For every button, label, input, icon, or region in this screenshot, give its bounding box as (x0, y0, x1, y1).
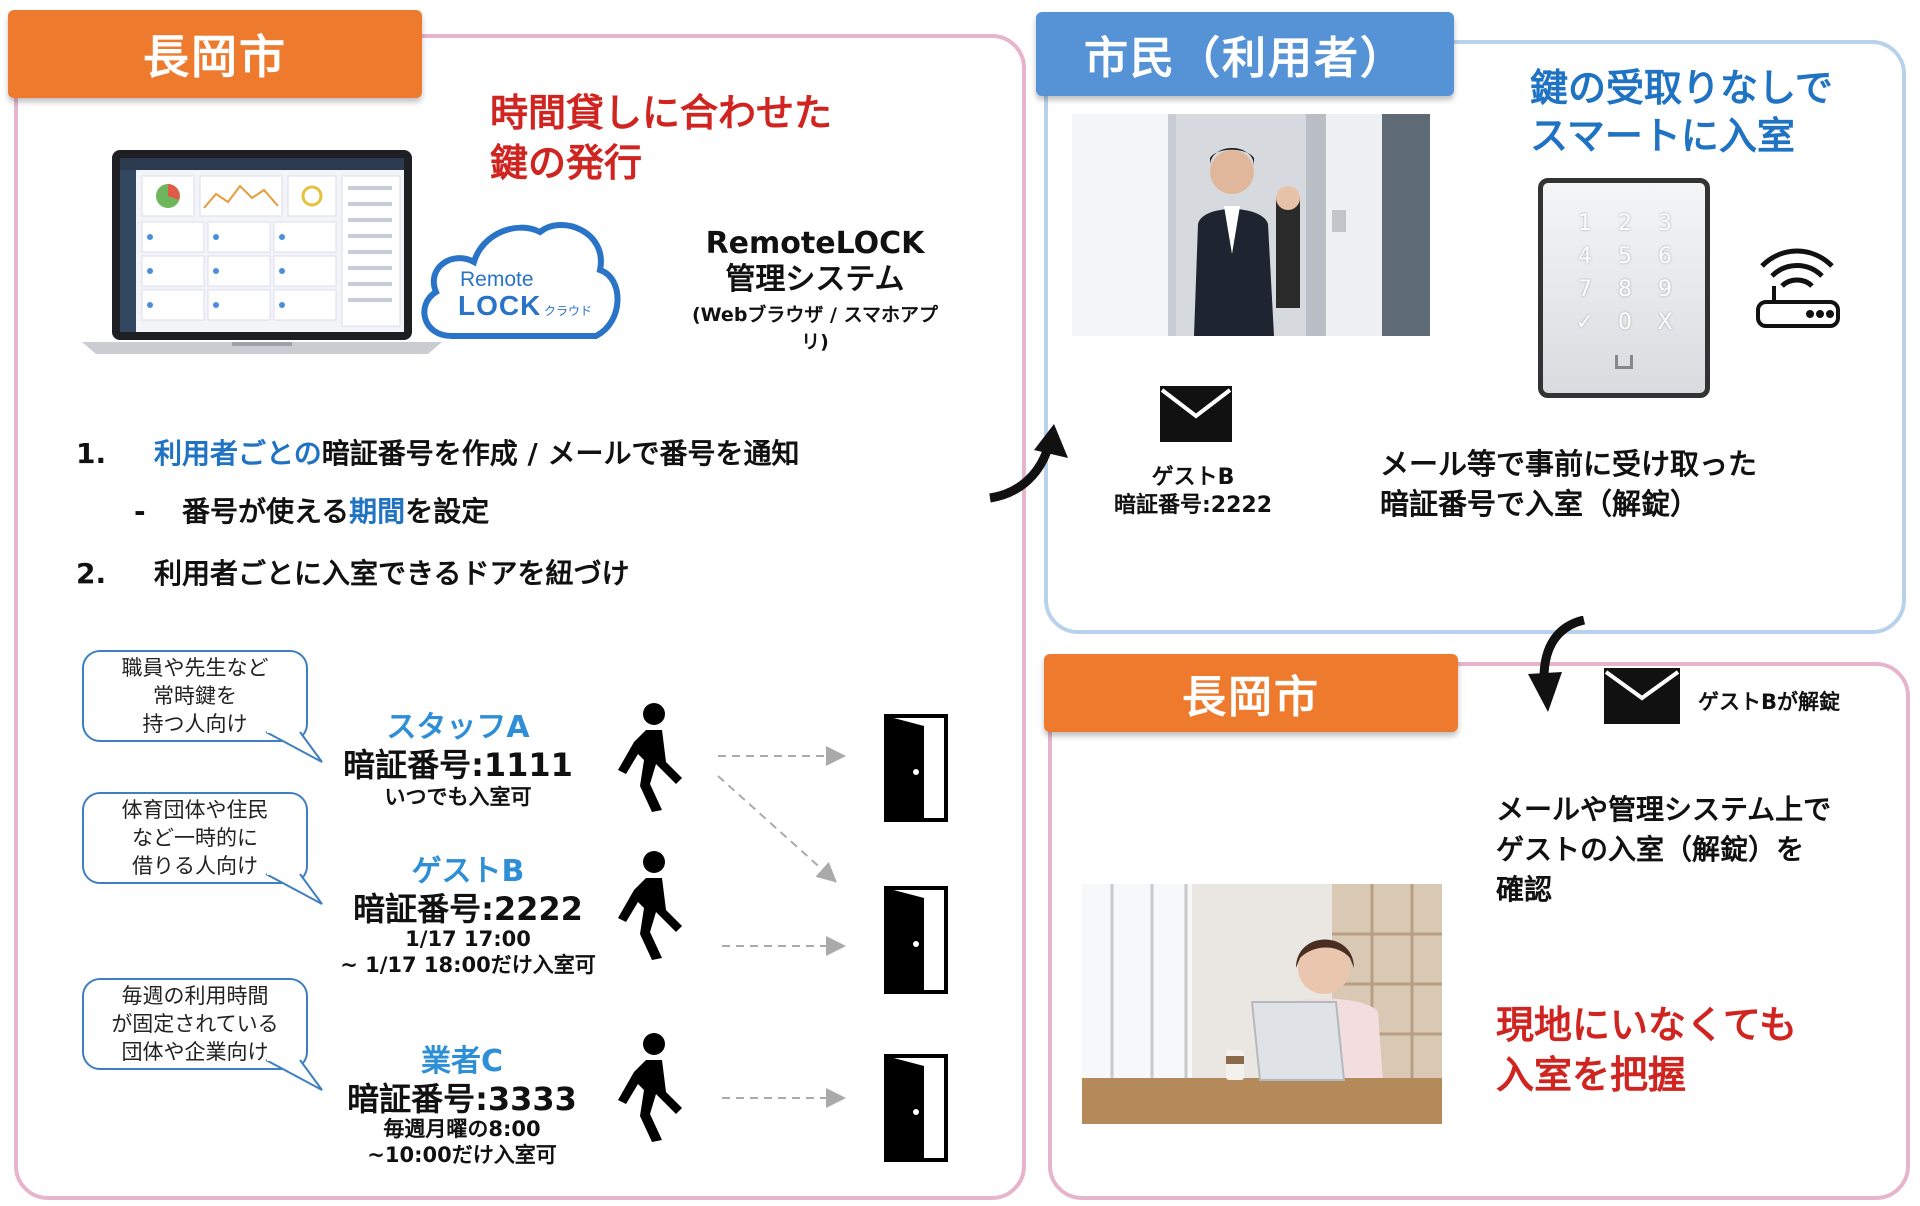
door-icon (884, 1054, 948, 1162)
curved-arrow-down-icon (1528, 616, 1586, 712)
advance-code-description: メール等で事前に受け取った 暗証番号で入室（解錠） (1380, 447, 1758, 521)
cloud-icon (421, 221, 621, 339)
mail-icon (1160, 386, 1232, 442)
keypad-key: 7 (1578, 277, 1592, 302)
city-tag-bottom: 長岡市 (1044, 654, 1458, 732)
door-icon (884, 886, 948, 994)
confirm-entry-description: メールや管理システム上で ゲストの入室（解錠）を 確認 (1496, 793, 1832, 906)
user-c-note: 毎週月曜の8:00 ~10:00だけ入室可 (367, 1117, 557, 1167)
smart-entry-headline: 鍵の受取りなしで スマートに入室 (1530, 66, 1833, 158)
cloud-logo-word2: LOCK (458, 290, 542, 321)
city-tag: 長岡市 (8, 10, 422, 98)
user-b-code: 暗証番号:2222 (353, 890, 583, 928)
bubble-guest: 体育団体や住民 など一時的に 借りる人向け (82, 792, 323, 905)
bubble-vendor: 毎週の利用時間 が固定されている 団体や企業向け (82, 978, 323, 1091)
bubble-staff: 職員や先生など 常時鍵を 持つ人向け (82, 650, 323, 763)
user-c-name: 業者C (420, 1044, 504, 1079)
man-entering-photo (1072, 114, 1430, 336)
wifi-router-icon (1756, 248, 1840, 328)
user-a-note: いつでも入室可 (384, 785, 532, 809)
door-icon (884, 714, 948, 822)
mail-icon (1604, 668, 1680, 724)
guest-b-label: ゲストB 暗証番号:2222 (1113, 465, 1273, 518)
citizen-tag: 市民（利用者） (1036, 12, 1454, 96)
remotelock-cloud-logo: Remote LOCK クラウド (412, 212, 622, 344)
keypad-key: 9 (1658, 277, 1672, 302)
walking-person-icon (618, 1033, 682, 1142)
woman-laptop-photo (1082, 884, 1442, 1124)
user-a-code: 暗証番号:1111 (343, 746, 573, 784)
key-issue-headline: 時間貸しに合わせた 鍵の発行 (490, 91, 833, 185)
remote-monitoring-headline: 現地にいなくても 入室を把握 (1496, 1003, 1797, 1097)
system-name: RemoteLOCK 管理システム (705, 226, 925, 297)
cloud-logo-word1: Remote (460, 268, 534, 291)
keypad-key: 0 (1618, 310, 1632, 335)
step-2: 2.利用者ごとに入室できるドアを紐づけ (76, 557, 630, 590)
keypad-key: 1 (1578, 211, 1592, 236)
user-b-note: 1/17 17:00 ~ 1/17 18:00だけ入室可 (340, 927, 596, 977)
keypad-key: ✓ (1575, 310, 1595, 335)
curved-arrow-icon (989, 424, 1068, 503)
keypad-logo-mark (1615, 355, 1633, 369)
keypad-key: 4 (1578, 244, 1592, 269)
keypad-key: 3 (1658, 211, 1672, 236)
keypad-key: 8 (1618, 277, 1632, 302)
user-c-code: 暗証番号:3333 (347, 1080, 577, 1118)
walking-person-icon (618, 851, 682, 960)
keypad-key: 5 (1618, 244, 1632, 269)
user-b-name: ゲストB (411, 854, 525, 889)
access-arrows (717, 746, 846, 1108)
walking-person-icon (618, 703, 682, 812)
user-a-name: スタッフA (386, 710, 530, 745)
keypad-key: 6 (1658, 244, 1672, 269)
cloud-logo-sub: クラウド (544, 304, 593, 318)
laptop-image (82, 150, 442, 354)
keypad-key: X (1657, 310, 1673, 335)
keypad-key: 2 (1618, 211, 1632, 236)
step-1-sub: -番号が使える期間を設定 (134, 495, 490, 528)
guest-unlock-badge: ゲストBが解錠 (1698, 690, 1841, 714)
step-1: 1.利用者ごとの暗証番号を作成 / メールで番号を通知 (76, 437, 800, 470)
system-subtitle: (Webブラウザ / スマホアプリ) (691, 304, 939, 353)
